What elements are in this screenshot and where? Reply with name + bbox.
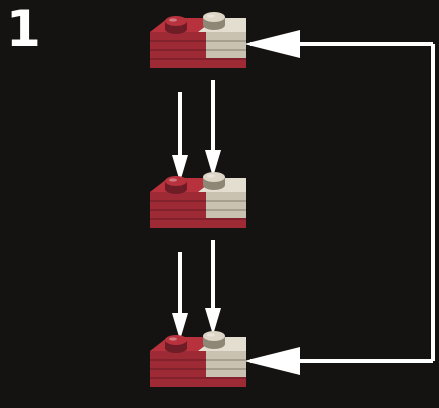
brick-middle bbox=[150, 172, 246, 228]
stud-red-bottom bbox=[165, 335, 187, 353]
down-arrowhead-1-left bbox=[172, 155, 188, 182]
return-arrowhead-bottom bbox=[244, 347, 300, 375]
stud-red-top bbox=[165, 16, 187, 34]
stud-white-middle bbox=[203, 172, 225, 190]
return-bracket bbox=[244, 30, 435, 375]
stud-white-bottom bbox=[203, 331, 225, 349]
brick-top bbox=[150, 12, 246, 68]
stud-white-top bbox=[203, 12, 225, 30]
step-number: 1 bbox=[6, 0, 41, 58]
bricks-layer bbox=[150, 12, 246, 387]
return-arrowhead-top bbox=[244, 30, 300, 58]
down-arrows-lower bbox=[172, 240, 221, 340]
down-arrowhead-1-right bbox=[205, 150, 221, 177]
down-arrows-upper bbox=[172, 80, 221, 182]
down-arrowhead-2-left bbox=[172, 313, 188, 340]
stud-red-middle bbox=[165, 176, 187, 194]
brick-bottom bbox=[150, 331, 246, 387]
down-arrowhead-2-right bbox=[205, 308, 221, 335]
